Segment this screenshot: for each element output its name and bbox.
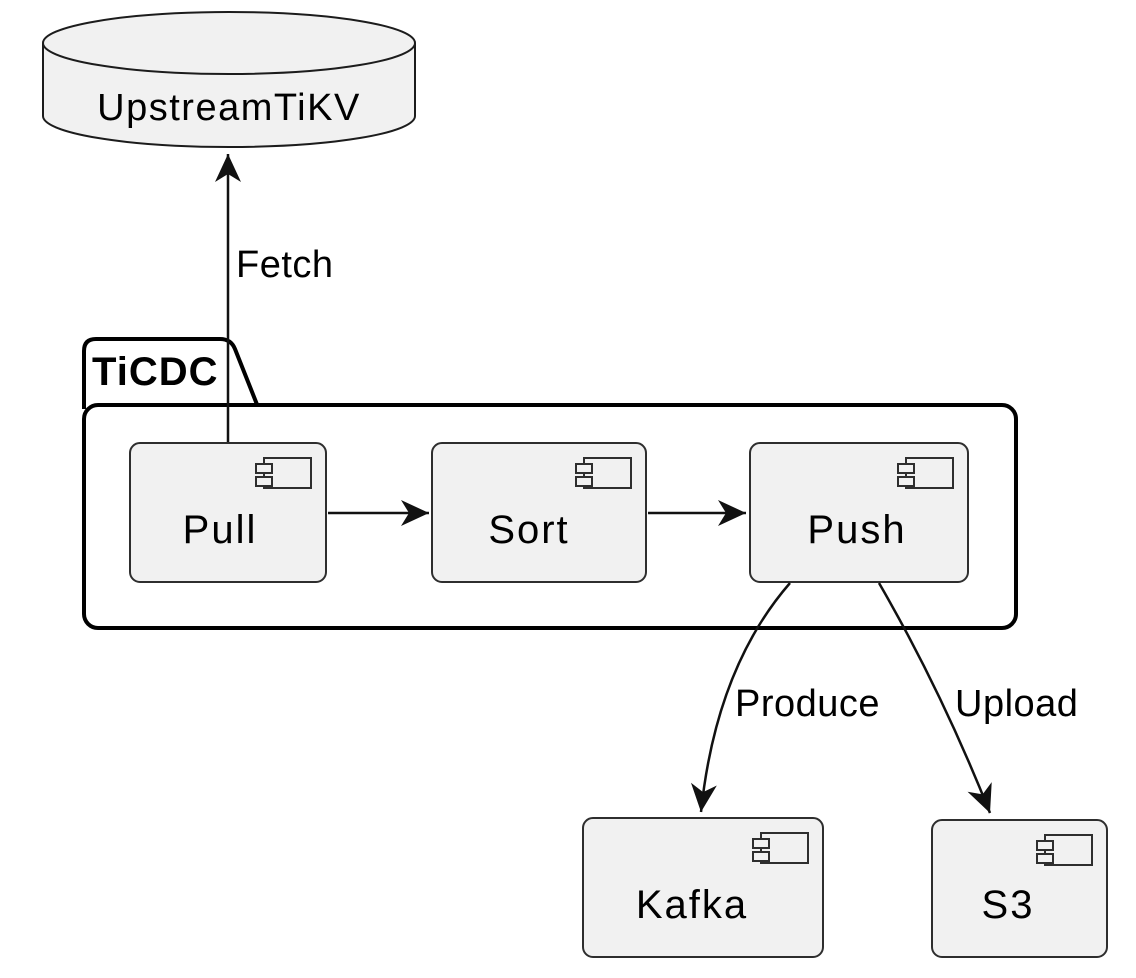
edge-fetch-label: Fetch	[236, 244, 334, 286]
component-icon	[255, 457, 312, 489]
edge-upload-line	[877, 582, 992, 814]
edge-produce-line	[690, 582, 791, 813]
node-pull: Pull	[129, 442, 327, 583]
component-icon	[752, 832, 809, 864]
sort-label: Sort	[488, 508, 569, 552]
ticdc-package-label: TiCDC	[92, 350, 218, 394]
kafka-label: Kafka	[636, 883, 748, 927]
push-label: Push	[807, 508, 906, 552]
node-push: Push	[749, 442, 969, 583]
node-sort: Sort	[431, 442, 647, 583]
package-tab	[82, 337, 260, 409]
node-s3: S3	[931, 819, 1108, 958]
upstream-tikv-label: UpstreamTiKV	[97, 87, 361, 129]
node-upstream-tikv: UpstreamTiKV	[42, 11, 416, 148]
component-icon	[1036, 834, 1093, 866]
pull-label: Pull	[183, 508, 258, 552]
s3-label: S3	[982, 883, 1035, 927]
edge-upload-label: Upload	[955, 683, 1078, 725]
edge-upload: Upload	[877, 582, 1078, 814]
edge-produce-label: Produce	[735, 683, 880, 725]
database-cylinder-top	[42, 11, 416, 75]
edge-produce: Produce	[690, 582, 880, 813]
node-kafka: Kafka	[582, 817, 824, 958]
component-icon	[575, 457, 632, 489]
component-icon	[897, 457, 954, 489]
edge-fetch: Fetch	[215, 154, 334, 443]
